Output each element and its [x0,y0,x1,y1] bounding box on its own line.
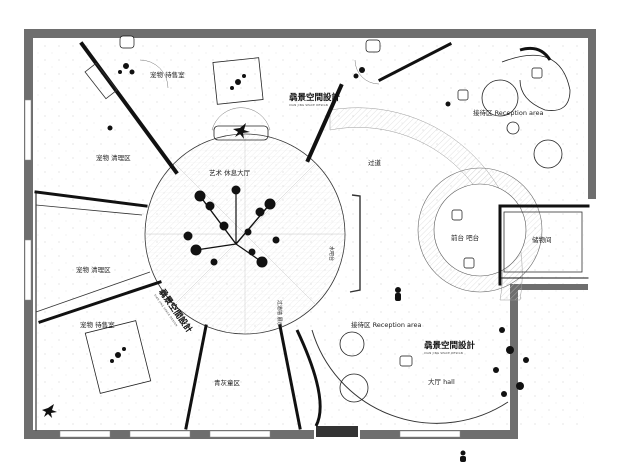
table-icon [110,74,246,363]
label-hall: 大厅 hall [428,377,455,386]
entrance-door [316,426,358,437]
partitions [35,62,583,427]
brand-name-right: 骉景空間設計 [424,340,476,351]
display-tables [84,57,269,394]
label-youth-area: 青灰童区 [214,378,241,387]
label-reception-mid: 接待区 Reception area [351,320,422,329]
label-pet-clean-mid: 宠物 清理区 [76,265,111,274]
reception-sofa [339,46,571,403]
label-pet-room-bottom: 宠物 待售室 [80,320,115,329]
brand-logo-top: 骉景空間設計 XIAN JING SPACE DESIGN [289,92,341,107]
label-side-a: 水吧台 [328,246,335,261]
hall-radial-seams [145,134,345,334]
brand-subtitle-top: XIAN JING SPACE DESIGN [289,103,328,107]
window-openings [24,99,461,438]
label-art-hall: 艺术 休息大厅 [209,168,251,177]
brand-name-top: 骉景空間設計 [289,92,341,103]
label-corridor: 过道 [368,158,382,167]
person-icon [107,101,466,462]
label-storage: 储物间 [532,235,552,244]
label-reception-top: 接待区 Reception area [473,108,544,117]
label-side-b: 过道墙 展示 [276,300,283,327]
label-pet-room-top: 宠物 待售室 [150,70,185,79]
label-bar: 前台 吧台 [451,233,479,242]
tree-icon [183,185,280,268]
brand-subtitle-right: XIAN JING SPACE DESIGN [424,351,463,355]
door-swings [139,59,380,131]
chair-icon [119,35,543,367]
plant-icon [42,63,529,418]
label-pet-clean-top: 宠物 清理区 [96,153,131,162]
brand-logo-right: 骉景空間設計 XIAN JING SPACE DESIGN [424,340,476,355]
